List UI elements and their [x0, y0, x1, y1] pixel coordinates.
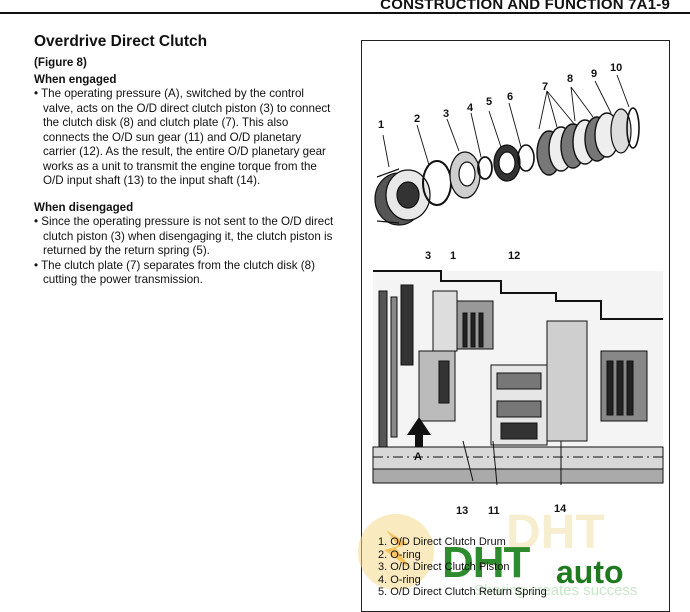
disengaged-list: Since the operating pressure is not sent…: [34, 215, 334, 288]
section-callout-11: 11: [488, 505, 500, 517]
callout-1: 1: [378, 119, 385, 131]
flange-part: [610, 108, 632, 154]
legend-item: 3. O/D Direct Clutch Piston: [378, 561, 510, 574]
disengaged-bullet: The clutch plate (7) separates from the …: [34, 259, 334, 288]
section-callout-12: 12: [508, 250, 521, 262]
figure-reference: (Figure 8): [34, 56, 87, 69]
callout-10: 10: [610, 62, 623, 74]
section-callout-3: 3: [425, 250, 432, 262]
section-callout-a: A: [414, 451, 422, 463]
section-title: Overdrive Direct Clutch: [34, 33, 208, 50]
clutch-plates-part: [536, 112, 620, 176]
outer-snap-ring-part: [626, 107, 640, 149]
engaged-heading: When engaged: [34, 72, 117, 86]
section-callout-13: 13: [456, 505, 469, 517]
o-ring-small-part: [477, 156, 493, 180]
callout-4: 4: [467, 102, 474, 114]
disengaged-bullet: Since the operating pressure is not sent…: [34, 215, 334, 259]
engaged-bullet: The operating pressure (A), switched by …: [34, 87, 334, 189]
callout-7: 7: [542, 81, 549, 93]
legend-item: 2. O-ring: [378, 548, 421, 561]
legend-item: 4. O-ring: [378, 573, 421, 586]
engaged-list: The operating pressure (A), switched by …: [34, 87, 334, 189]
section-callout-14: 14: [554, 503, 567, 515]
snap-ring-part: [517, 144, 535, 172]
return-spring-part: [493, 144, 521, 182]
clutch-illustration: [372, 74, 664, 486]
callout-9: 9: [591, 68, 598, 80]
header-rule: [0, 12, 690, 14]
pressure-arrow-a: [407, 417, 431, 447]
disengaged-heading: When disengaged: [34, 200, 134, 214]
cross-section-view: [372, 270, 664, 486]
legend-item: 1. O/D Direct Clutch Drum: [378, 536, 506, 548]
figure-legend: 1. O/D Direct Clutch Drum 2. O-ring 3. O…: [378, 536, 547, 599]
text-column: Overdrive Direct Clutch (Figure 8) When …: [34, 32, 334, 288]
callout-2: 2: [414, 113, 421, 125]
callout-3: 3: [443, 108, 450, 120]
callout-8: 8: [567, 73, 574, 85]
legend-item: 5. O/D Direct Clutch Return Spring: [378, 586, 547, 599]
clutch-drum-part: [374, 168, 431, 226]
callout-6: 6: [507, 91, 514, 103]
page-header-title: CONSTRUCTION AND FUNCTION 7A1-9: [380, 0, 670, 13]
piston-part: [449, 151, 481, 199]
callout-5: 5: [486, 96, 493, 108]
figure-8-box: 1 2 3 4 5 6 7 8 9 10 3 1 12 A 13 11 14: [361, 40, 670, 612]
exploded-view: [374, 74, 640, 226]
section-callout-1: 1: [450, 250, 457, 262]
